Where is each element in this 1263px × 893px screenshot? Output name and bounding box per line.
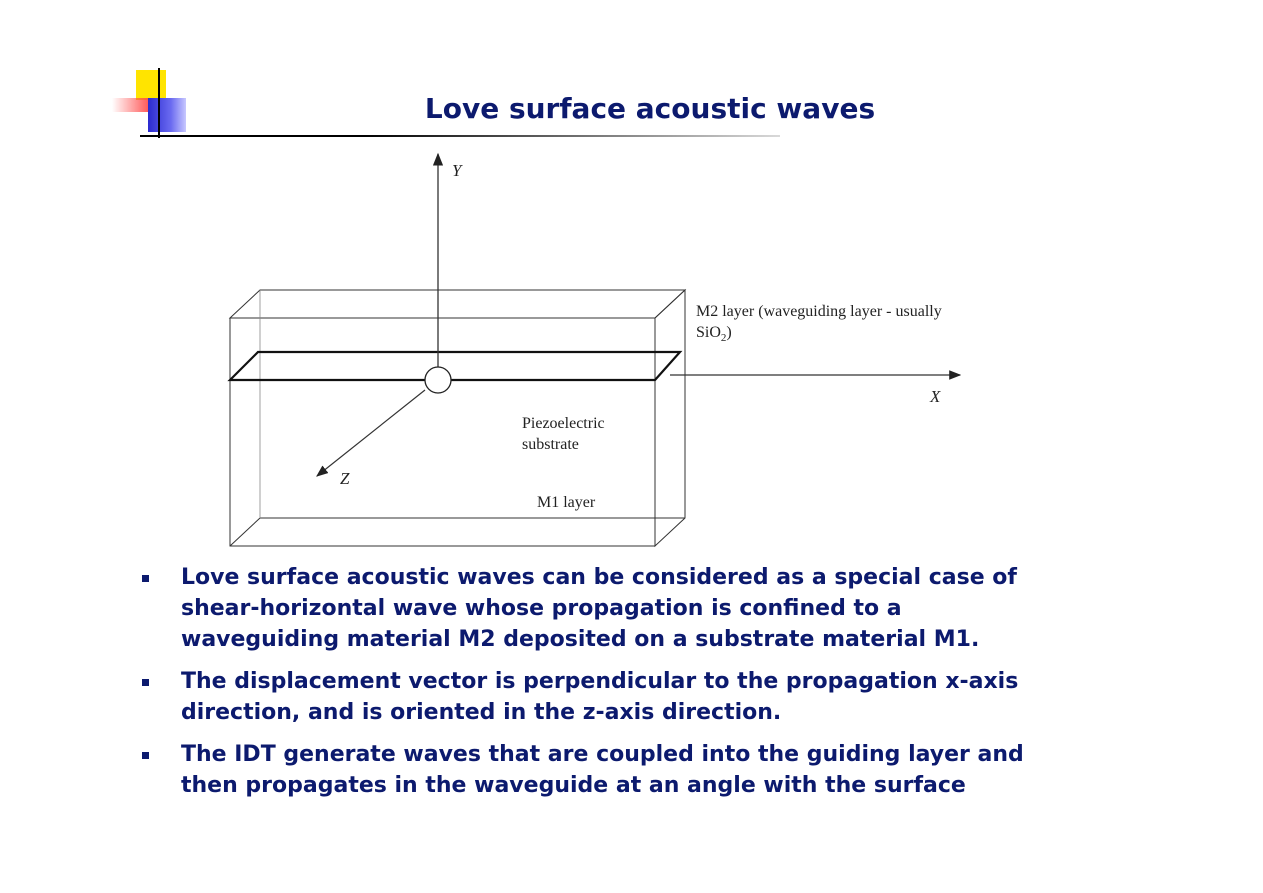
bullet-item: The displacement vector is perpendicular… — [140, 666, 1140, 728]
logo-blue-square — [148, 98, 186, 132]
bullet-line: direction, and is oriented in the z-axis… — [181, 700, 782, 725]
bullet-line: waveguiding material M2 deposited on a s… — [181, 627, 980, 652]
bullet-line: then propagates in the waveguide at an a… — [181, 773, 966, 798]
bullet-square-icon — [142, 752, 149, 759]
slide-title: Love surface acoustic waves — [424, 92, 876, 125]
m1-layer-label: M1 layer — [537, 494, 596, 511]
bullet-line: Love surface acoustic waves can be consi… — [181, 565, 1017, 590]
bullet-line: The IDT generate waves that are coupled … — [181, 742, 1024, 767]
z-axis-arrow — [316, 389, 426, 477]
bullet-item: Love surface acoustic waves can be consi… — [140, 562, 1140, 655]
bullet-square-icon — [142, 679, 149, 686]
m2-layer-label-line2: SiO2) — [696, 324, 732, 344]
slide-logo-icon — [110, 68, 190, 140]
axis-x-label: X — [929, 387, 941, 406]
substrate-label-line2: substrate — [522, 436, 579, 453]
origin-particle — [424, 366, 452, 394]
m2-layer-plane — [227, 350, 683, 382]
bullet-list: Love surface acoustic waves can be consi… — [140, 562, 1140, 812]
title-underline — [140, 135, 780, 137]
love-wave-diagram: Y X Z M2 layer (waveguiding layer - usua… — [227, 152, 962, 548]
substrate-box — [228, 288, 687, 548]
logo-vertical-line — [158, 68, 160, 138]
substrate-label-line1: Piezoelectric — [522, 415, 605, 432]
bullet-square-icon — [142, 575, 149, 582]
m2-layer-label-line1: M2 layer (waveguiding layer - usually — [696, 303, 942, 320]
logo-red-bar — [112, 98, 152, 112]
bullet-item: The IDT generate waves that are coupled … — [140, 739, 1140, 801]
axis-z-label: Z — [340, 469, 350, 488]
axis-y-label: Y — [452, 161, 463, 180]
bullet-line: The displacement vector is perpendicular… — [181, 669, 1019, 694]
bullet-line: shear-horizontal wave whose propagation … — [181, 596, 902, 621]
logo-yellow-square — [136, 70, 166, 100]
